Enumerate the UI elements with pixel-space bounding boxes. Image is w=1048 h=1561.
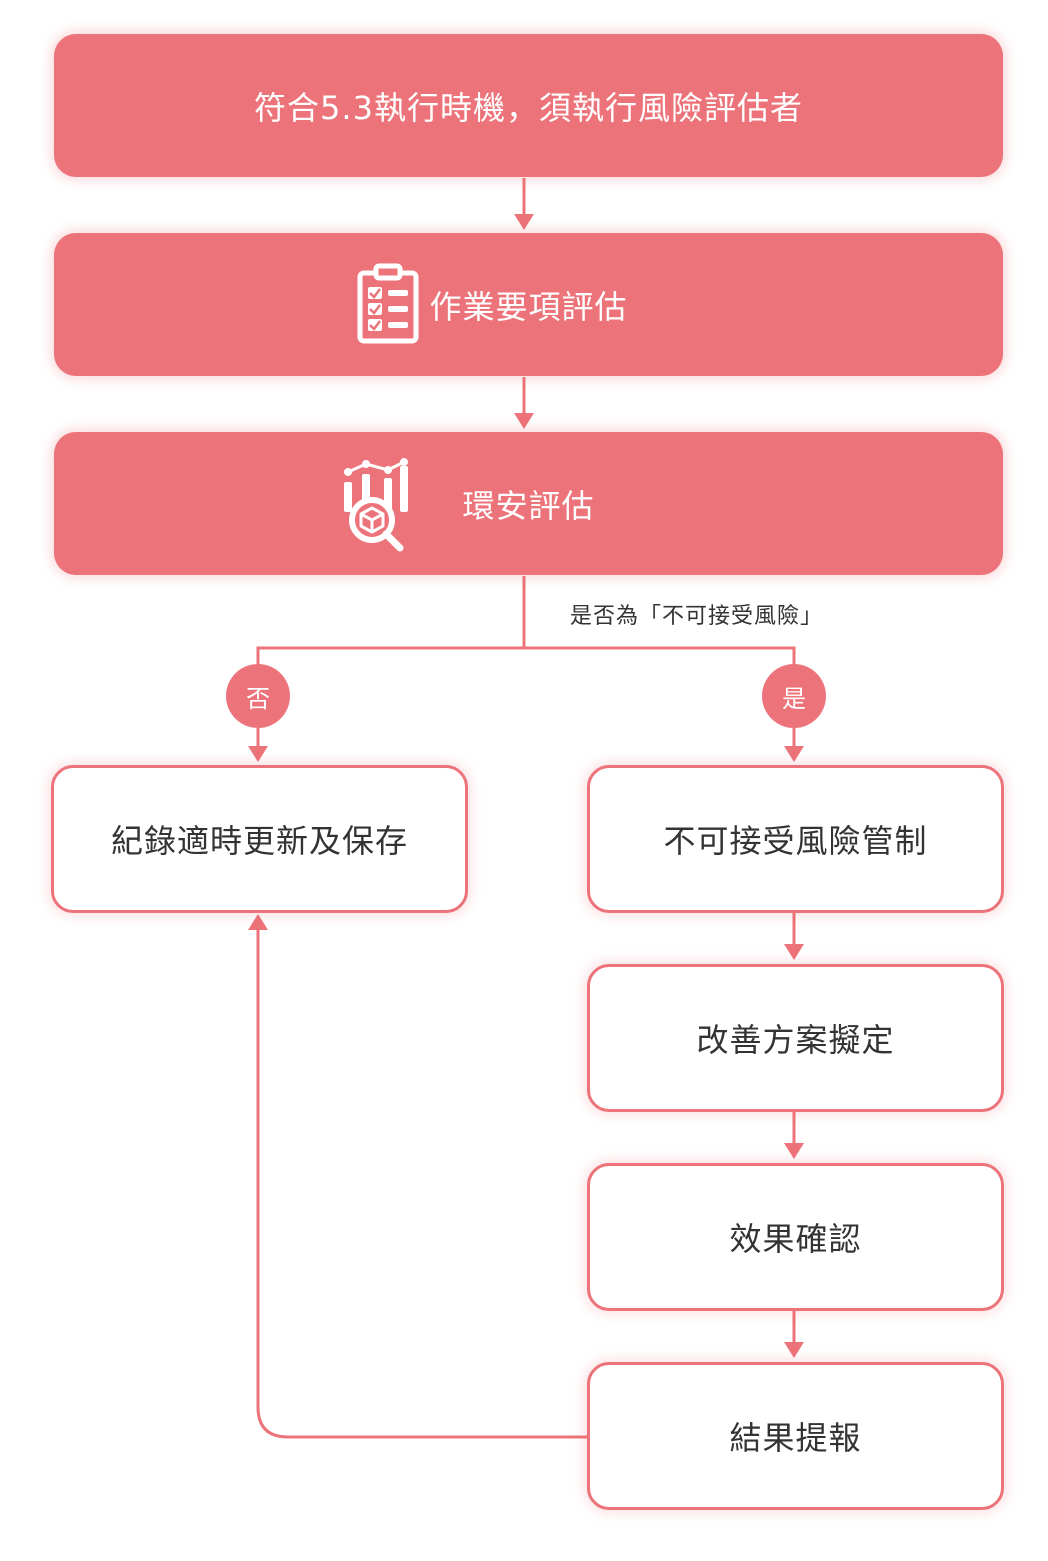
- node-effect-confirm-label: 效果確認: [729, 1220, 862, 1258]
- decision-yes-label: 是: [782, 684, 806, 713]
- node-improvement-plan-label: 改善方案擬定: [696, 1021, 895, 1059]
- node-risk-control: 不可接受風險管制: [587, 765, 1004, 913]
- node-result-report-label: 結果提報: [729, 1419, 862, 1457]
- node-record-update-label: 紀錄適時更新及保存: [110, 822, 408, 860]
- node-trigger: 符合5.3執行時機，須執行風險評估者: [54, 34, 1003, 177]
- node-record-update: 紀錄適時更新及保存: [51, 765, 468, 913]
- arrow-report-to-record: [256, 930, 587, 1439]
- arrowhead: [784, 746, 804, 762]
- decision-yes-badge: 是: [762, 664, 826, 728]
- arrowhead: [784, 1342, 804, 1358]
- decision-question: 是否為「不可接受風險」: [570, 604, 824, 629]
- branch-lines: [256, 646, 796, 680]
- node-task-assessment: 作業要項評估: [54, 233, 1003, 376]
- clipboard-checklist-icon: [357, 263, 419, 344]
- node-env-safety-assessment-label: 環安評估: [462, 486, 595, 525]
- chart-magnifier-icon: [344, 458, 408, 552]
- arrowhead: [784, 1143, 804, 1159]
- node-env-safety-assessment: 環安評估: [54, 432, 1003, 575]
- node-effect-confirm: 效果確認: [587, 1163, 1004, 1311]
- decision-no-label: 否: [246, 684, 270, 713]
- node-task-assessment-label: 作業要項評估: [429, 287, 628, 326]
- arrowhead: [248, 914, 268, 930]
- arrowhead: [784, 944, 804, 960]
- node-risk-control-label: 不可接受風險管制: [663, 822, 928, 860]
- arrowhead: [248, 746, 268, 762]
- arrowhead: [514, 413, 534, 429]
- decision-no-badge: 否: [226, 664, 290, 728]
- arrowhead: [514, 214, 534, 230]
- node-trigger-label: 符合5.3執行時機，須執行風險評估者: [254, 88, 803, 127]
- node-improvement-plan: 改善方案擬定: [587, 964, 1004, 1112]
- node-result-report: 結果提報: [587, 1362, 1004, 1510]
